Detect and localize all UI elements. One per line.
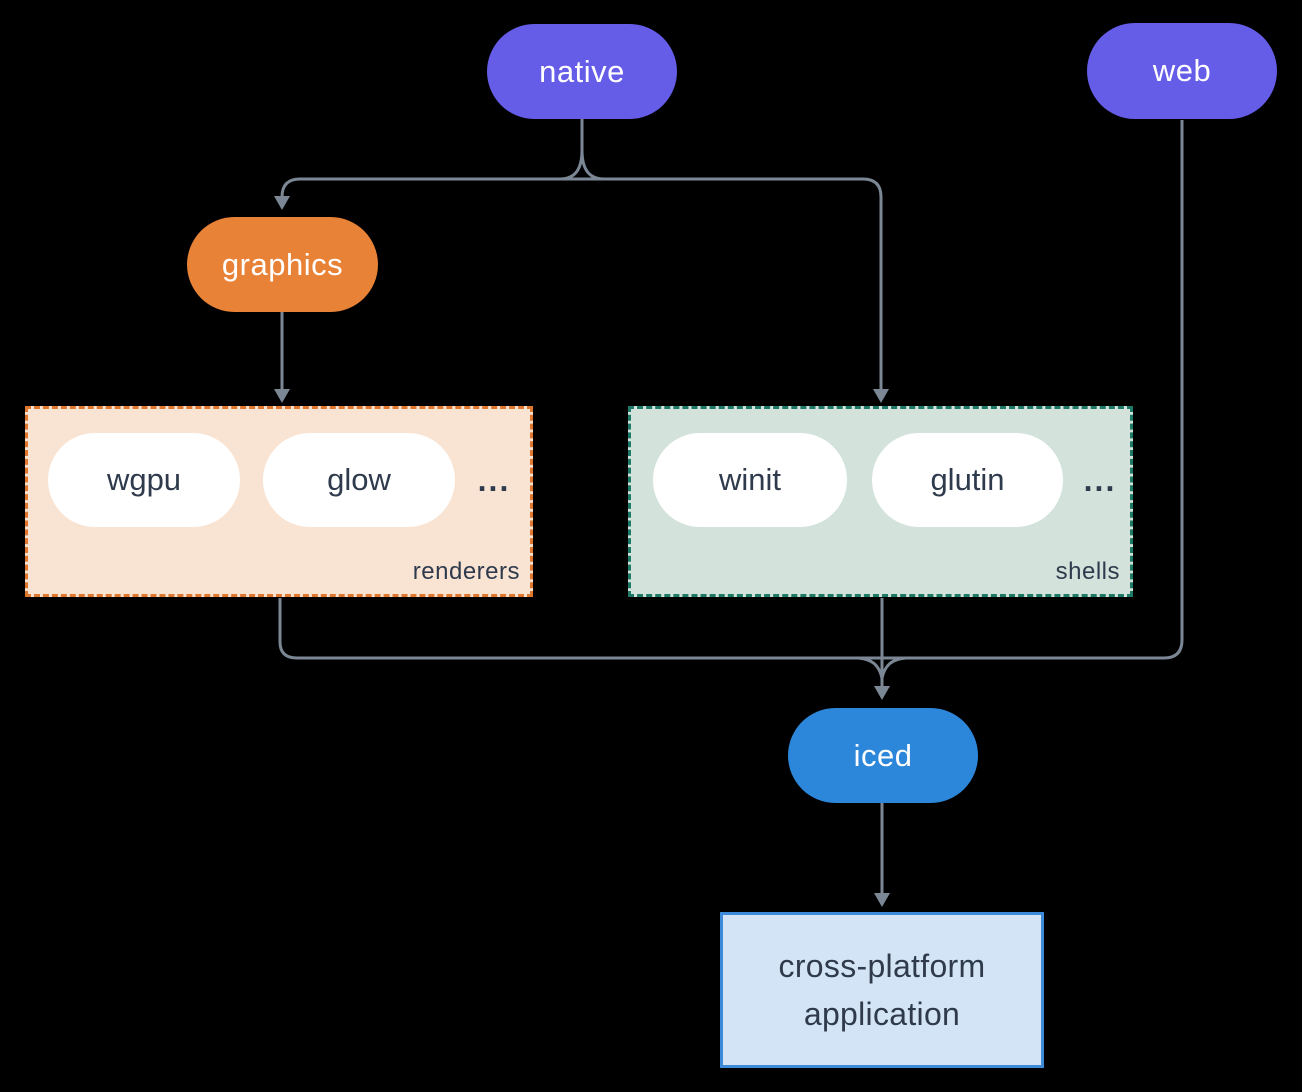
node-graphics: graphics [187,217,378,312]
node-iced: iced [788,708,978,803]
arrowhead-renderers [274,389,290,403]
node-application-label: cross-platform application [778,948,986,1032]
arrowhead-graphics [274,196,290,210]
group-shells: winit glutin ... shells [628,406,1133,597]
node-web: web [1087,23,1277,119]
arrowhead-application [874,893,890,907]
edge-native-flare-right [580,149,605,181]
edge-bottom-bar [278,120,1184,660]
renderers-ellipsis: ... [477,461,511,498]
edge-native-flare-left [559,149,584,181]
arrowhead-iced [874,686,890,700]
node-glutin-label: glutin [930,462,1005,497]
node-graphics-label: graphics [221,246,344,282]
node-application: cross-platform application [720,912,1044,1068]
node-glow: glow [263,433,455,527]
node-iced-label: iced [853,737,913,773]
node-wgpu-label: wgpu [106,462,182,497]
edge-merge-fillet-left [857,656,884,679]
edge-top-bar [280,177,883,198]
shells-group-label: shells [1055,558,1120,585]
node-winit: winit [653,433,847,527]
renderers-group-label: renderers [412,558,520,585]
node-native-label: native [539,53,625,89]
node-web-label: web [1152,53,1212,88]
arrowhead-shells [873,389,889,403]
shells-ellipsis: ... [1083,461,1117,498]
edge-merge-fillet-right [880,656,907,679]
node-glutin: glutin [872,433,1063,527]
group-renderers: wgpu glow ... renderers [25,406,533,597]
node-wgpu: wgpu [48,433,240,527]
node-glow-label: glow [327,462,391,497]
node-native: native [487,24,677,119]
node-winit-label: winit [718,462,781,497]
